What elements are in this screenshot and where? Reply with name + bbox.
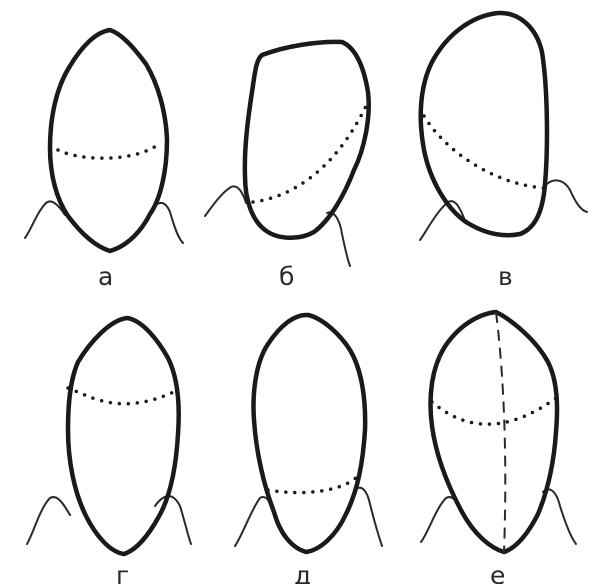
- pelvis-wall-right: [327, 212, 350, 266]
- panel-g: г: [27, 318, 191, 584]
- panel-a: а: [25, 30, 183, 291]
- head-plane-dotted: [68, 388, 178, 404]
- pelvis-wall-right: [543, 489, 576, 544]
- panel-label: в: [498, 262, 513, 291]
- pelvis-wall-left: [25, 201, 65, 238]
- head-outline: [421, 13, 547, 235]
- pelvis-wall-right: [545, 180, 587, 212]
- head-plane-dotted: [432, 398, 556, 424]
- pelvis-wall-right: [355, 488, 382, 546]
- head-outline: [254, 315, 366, 552]
- pelvis-wall-left: [27, 497, 70, 544]
- pelvis-wall-right: [155, 496, 191, 544]
- pelvis-wall-left: [205, 186, 246, 216]
- head-plane-dotted: [424, 116, 544, 188]
- head-outline: [431, 312, 558, 552]
- sagittal-suture-dashed: [496, 312, 505, 552]
- panel-label: д: [294, 561, 311, 584]
- panel-label: а: [98, 262, 113, 291]
- panel-label: б: [279, 262, 294, 291]
- panel-label: г: [116, 561, 129, 584]
- panel-v: в: [420, 13, 587, 291]
- head-plane-dotted: [268, 474, 360, 493]
- head-plane-dotted: [58, 142, 161, 158]
- head-outline: [50, 30, 167, 251]
- pelvis-wall-left: [235, 497, 274, 546]
- panel-label: е: [490, 561, 505, 584]
- panel-d: д: [235, 315, 382, 584]
- panel-b: б: [205, 42, 369, 291]
- pelvis-wall-left: [420, 201, 464, 240]
- panel-e: е: [421, 312, 576, 584]
- head-outline: [245, 42, 369, 238]
- head-outline: [68, 318, 179, 554]
- head-plane-dotted: [253, 104, 367, 202]
